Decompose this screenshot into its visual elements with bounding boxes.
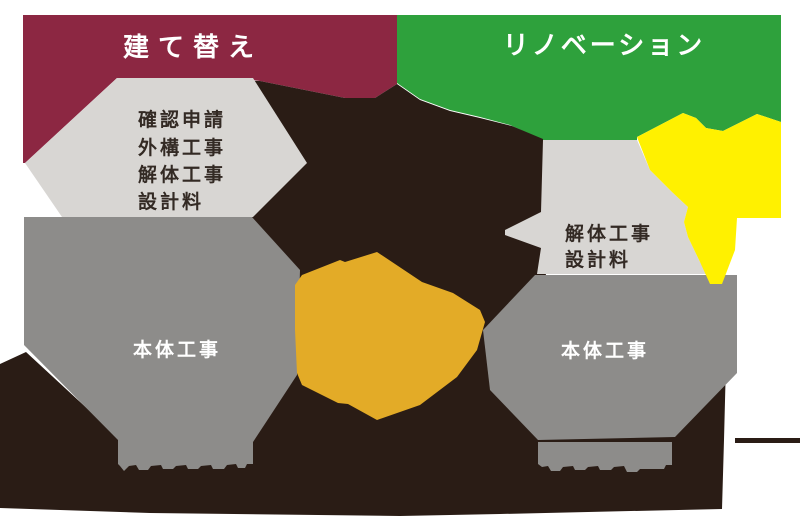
- rebuild-pedestal: [118, 440, 253, 471]
- renovation-header-shape: [397, 15, 781, 140]
- renovation-pedestal: [538, 442, 672, 472]
- rebuild-cost-item-2: 外構工事: [138, 136, 226, 159]
- rebuild-main-label: 本体工事: [133, 338, 221, 361]
- baseline-line: [735, 438, 800, 443]
- rebuild-header-shape: [23, 15, 397, 163]
- rebuild-upper-cost-box: [25, 78, 307, 217]
- center-gold-blob: [295, 252, 485, 420]
- rebuild-main-cost-box: [24, 217, 300, 442]
- renovation-main-label: 本体工事: [561, 339, 649, 362]
- renovation-cost-item-1: 解体工事: [565, 222, 653, 245]
- renovation-title: リノベーション: [503, 30, 705, 60]
- right-yellow-burst: [637, 113, 781, 284]
- rebuild-cost-item-1: 確認申請: [138, 108, 226, 131]
- rebuild-cost-item-3: 解体工事: [138, 163, 226, 186]
- rebuild-cost-item-4: 設計料: [138, 190, 204, 213]
- rebuild-title: 建て替え: [123, 32, 263, 62]
- renovation-cost-item-2: 設計料: [565, 248, 631, 271]
- renovation-upper-cost-box: [505, 140, 710, 274]
- renovation-main-cost-box: [483, 275, 737, 440]
